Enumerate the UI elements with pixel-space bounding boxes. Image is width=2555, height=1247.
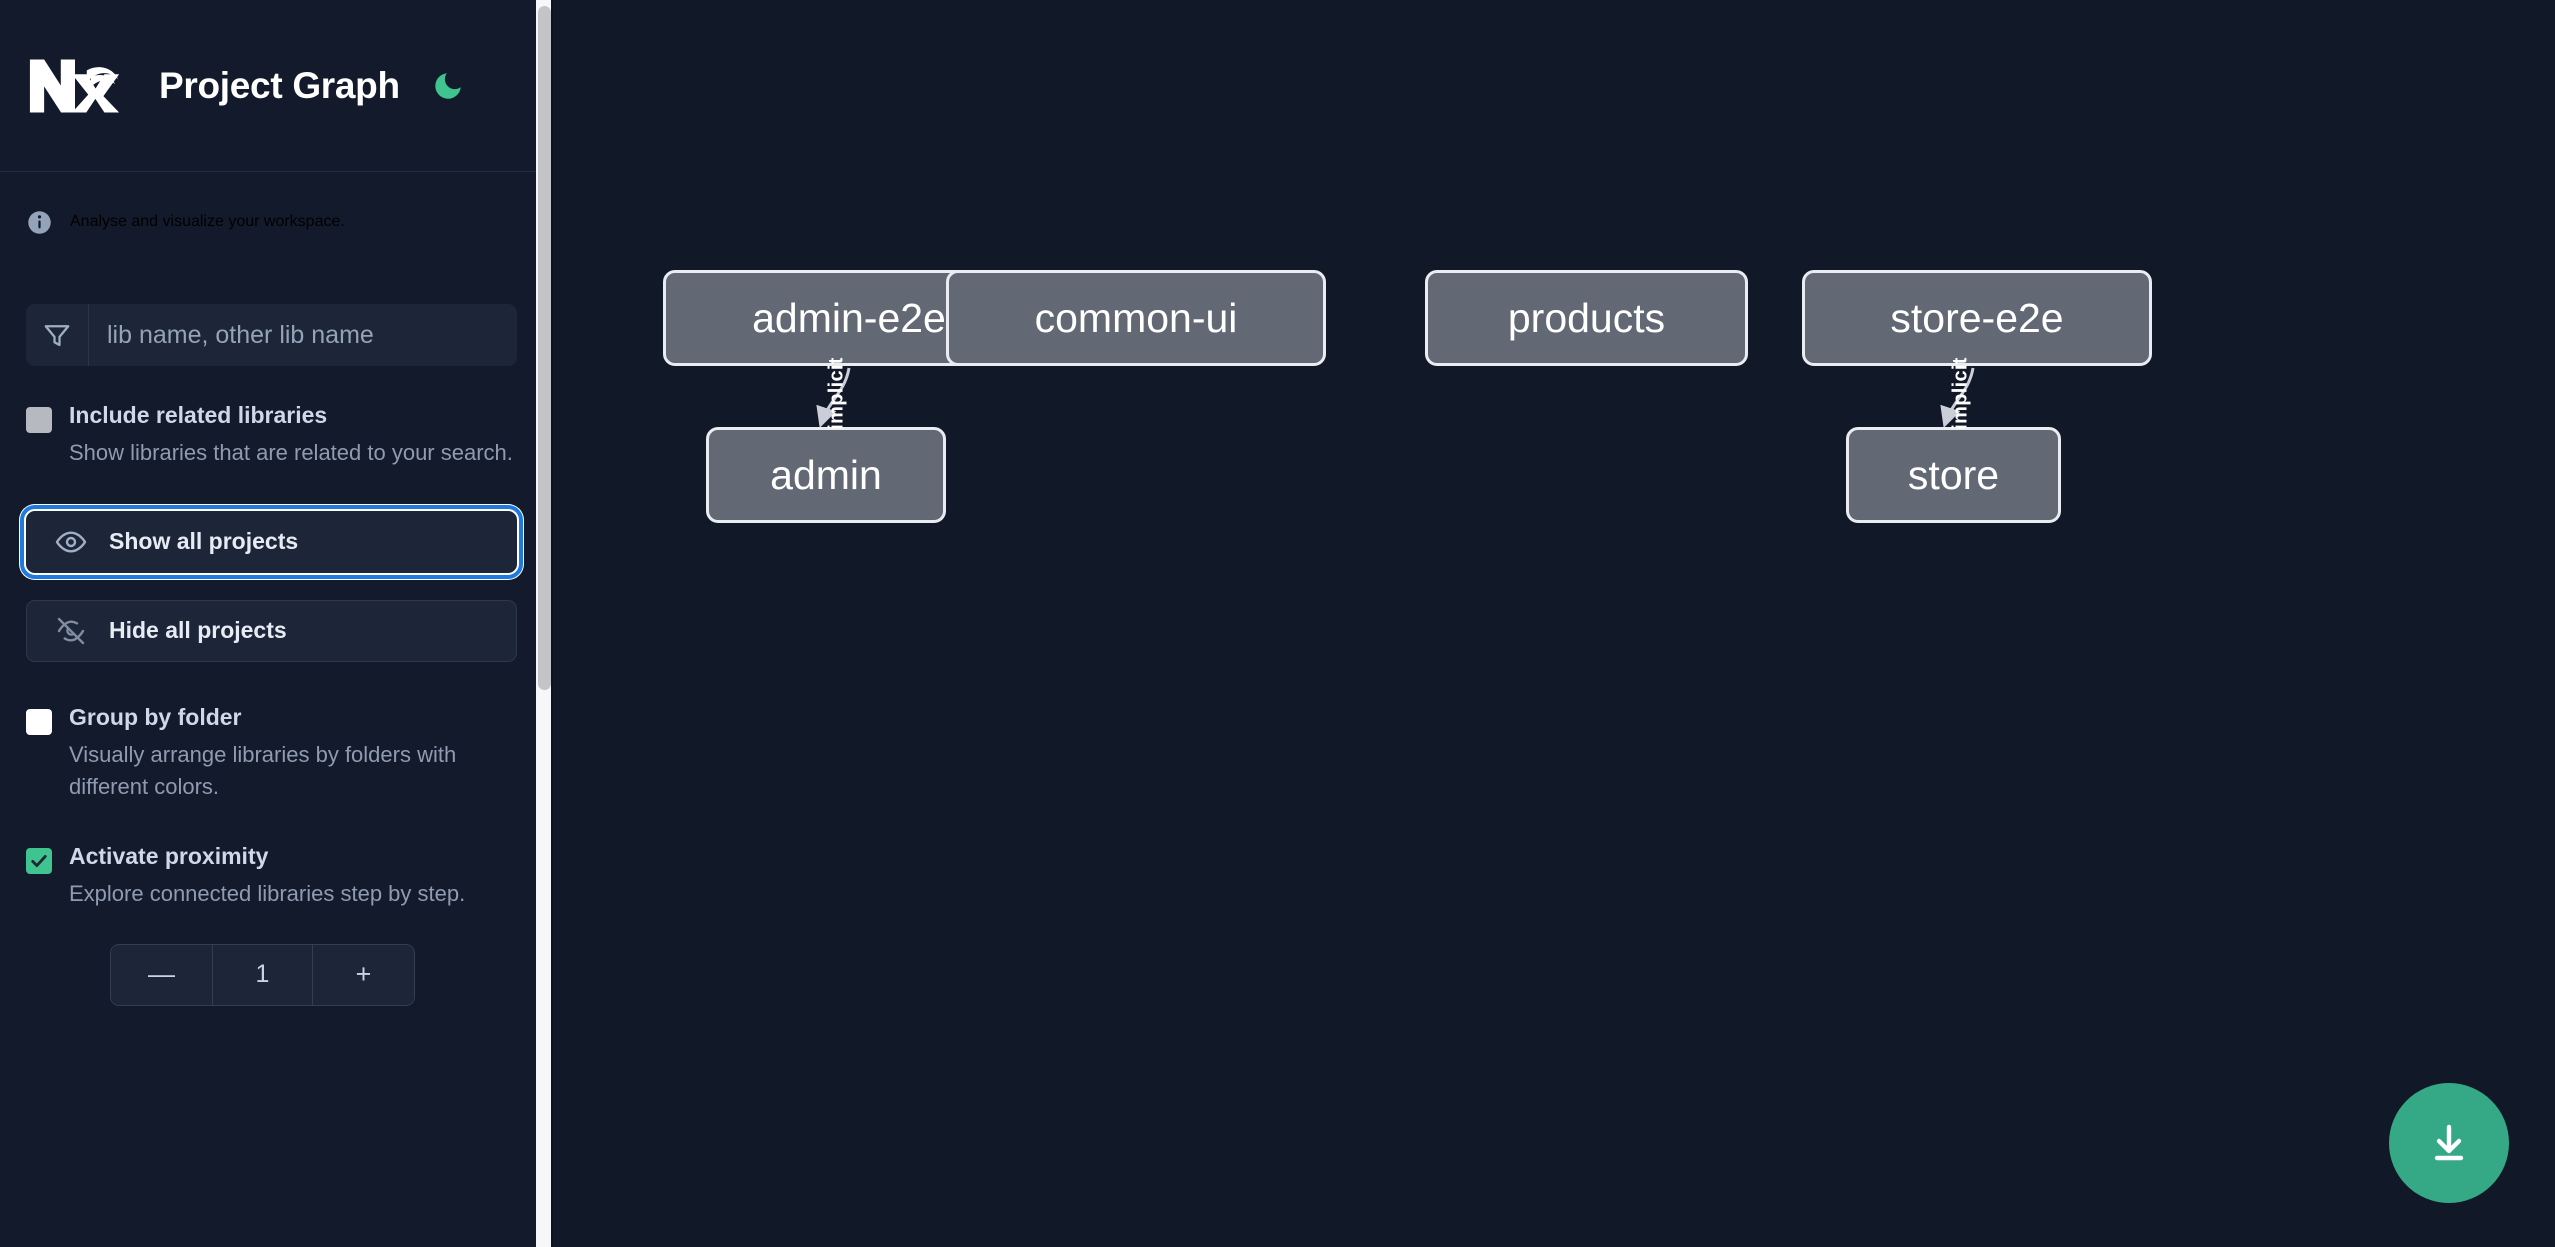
option-label: Activate proximity: [69, 842, 269, 869]
check-icon: [31, 854, 47, 867]
eye-off-icon: [57, 617, 85, 645]
funnel-icon: [26, 304, 89, 366]
proximity-stepper: — 1 +: [110, 943, 415, 1006]
option-text-group: Group by folder Visually arrange librari…: [69, 702, 517, 803]
sidebar-scroll-area: Project Graph Analyse and visualize your…: [0, 0, 543, 1247]
graph-node-products[interactable]: products: [1425, 270, 1748, 366]
graph-node-store[interactable]: store: [1846, 427, 2061, 523]
filter-bar: [26, 304, 517, 366]
edge-store-e2e-to-store: [1940, 367, 1975, 428]
search-input[interactable]: [89, 304, 517, 366]
option-text-group: Activate proximity Explore connected lib…: [69, 841, 465, 910]
graph-node-store-e2e[interactable]: store-e2e: [1802, 270, 2152, 366]
include-related-libraries-checkbox[interactable]: [26, 407, 52, 433]
option-label: Include related libraries: [69, 402, 328, 428]
proximity-value: 1: [212, 944, 313, 1005]
funnel-glyph: [44, 325, 70, 347]
show-all-projects-button[interactable]: Show all projects: [20, 504, 523, 579]
sidebar-divider: [551, 0, 553, 1247]
sidebar-scrollbar[interactable]: [536, 0, 553, 1247]
graph-node-admin[interactable]: admin: [706, 427, 946, 523]
nx-logo: [29, 59, 120, 112]
option-description: Visually arrange libraries by folders wi…: [69, 741, 457, 799]
group-by-folder-checkbox[interactable]: [26, 708, 52, 735]
edge-admin-e2e-to-admin: [816, 367, 851, 428]
option-activate-proximity: Activate proximity Explore connected lib…: [0, 841, 543, 910]
graph-node-common-ui[interactable]: common-ui: [946, 270, 1326, 366]
proximity-stepper-wrap: — 1 +: [0, 943, 543, 1006]
option-description: Show libraries that are related to your …: [69, 440, 513, 466]
info-icon: [28, 210, 51, 234]
hide-all-projects-label: Hide all projects: [109, 617, 287, 644]
proximity-increment-button[interactable]: +: [313, 944, 414, 1005]
activate-proximity-checkbox[interactable]: [26, 847, 52, 874]
option-label: Group by folder: [69, 703, 242, 730]
download-icon: [2434, 1124, 2464, 1161]
option-group-by-folder: Group by folder Visually arrange librari…: [0, 702, 543, 803]
project-visibility-buttons: Show all projects Hide all projects: [0, 504, 543, 662]
graph-edges: [816, 367, 1975, 428]
option-description: Explore connected libraries step by step…: [69, 880, 466, 906]
download-image-button[interactable]: [2389, 1083, 2509, 1203]
workspace-info-text: Analyse and visualize your workspace.: [70, 213, 345, 230]
hide-all-projects-button[interactable]: Hide all projects: [26, 599, 517, 662]
option-include-related-libraries: Include related libraries Show libraries…: [0, 400, 543, 469]
moon-icon[interactable]: [428, 66, 468, 106]
sidebar-header: Project Graph: [0, 0, 543, 172]
option-text-group: Include related libraries Show libraries…: [69, 400, 513, 469]
workspace-info: Analyse and visualize your workspace.: [0, 184, 543, 260]
sidebar: Project Graph Analyse and visualize your…: [0, 0, 553, 1247]
sidebar-scrollbar-thumb[interactable]: [538, 6, 551, 690]
proximity-decrement-button[interactable]: —: [111, 944, 212, 1005]
graph-canvas[interactable]: admin-e2e common-ui products store-e2e a…: [553, 0, 2555, 1247]
moon-glyph: [435, 72, 461, 99]
show-all-projects-label: Show all projects: [109, 528, 299, 555]
page-title: Project Graph: [159, 64, 400, 106]
eye-icon: [55, 531, 87, 553]
